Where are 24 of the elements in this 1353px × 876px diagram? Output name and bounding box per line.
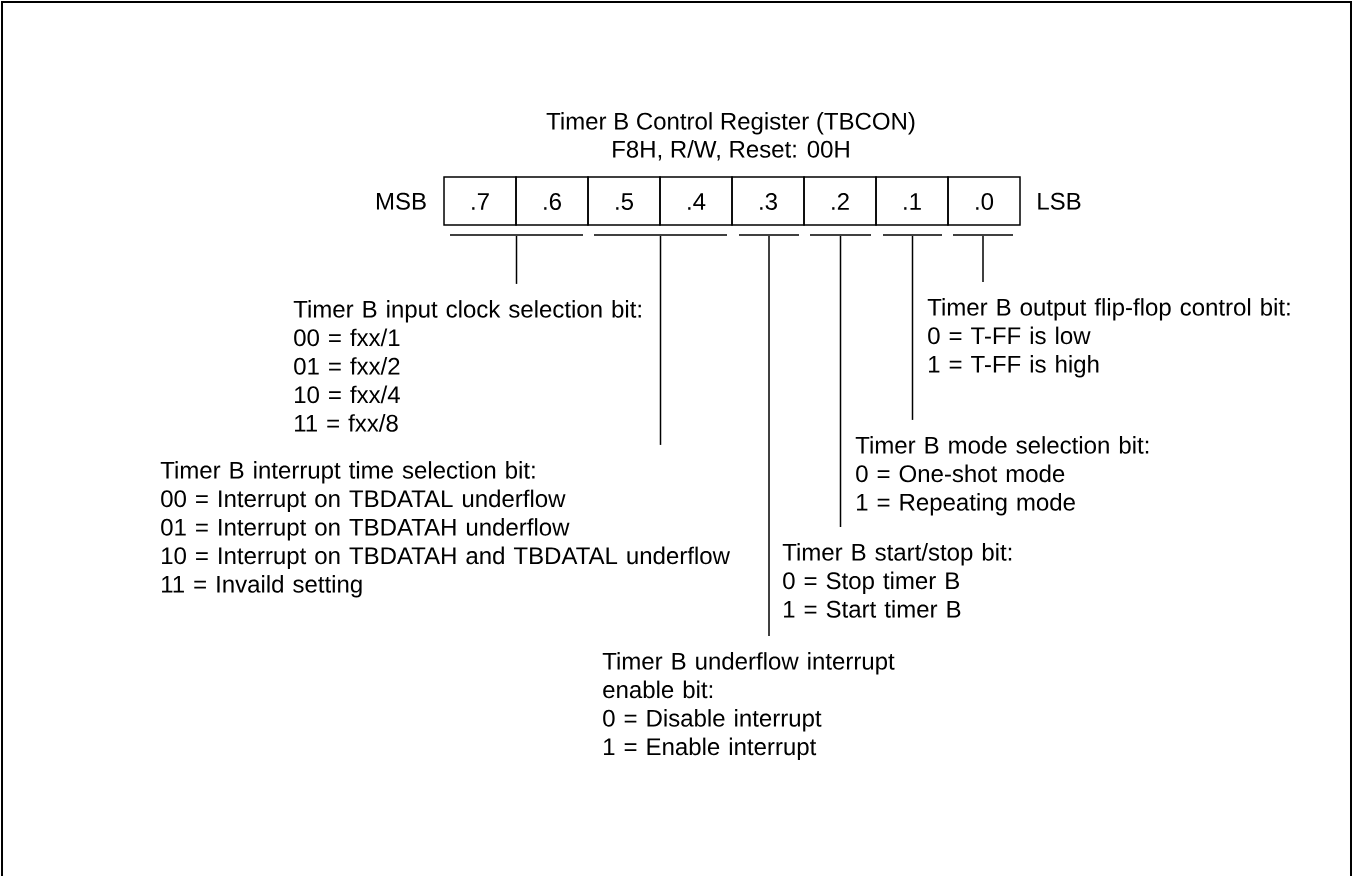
leader-line <box>515 235 518 285</box>
bit-description: Timer B mode selection bit: 0 = One-shot mode 1 = Repeating mode <box>855 436 1149 516</box>
leader-line <box>839 235 842 528</box>
leader-line <box>982 235 984 283</box>
bit-description: Timer B interrupt time selection bit: 00 = Interrupt on TBDATAL underflow 01 = Interrupt on TBDATAH underflow 10 = Interrupt on TBDATAH and TBDATAL underflow 11 = Invaild setting <box>160 461 730 598</box>
register-title: Timer B Control Register (TBCON) <box>546 112 915 135</box>
bit-description: Timer B start/stop bit: 0 = Stop timer B 1 = Start timer B <box>782 543 1012 618</box>
bit-cell: .0 <box>947 176 1021 226</box>
bit-description: Timer B input clock selection bit: 00 = fxx/1 01 = fxx/2 10 = fxx/4 11 = fxx/8 <box>293 300 641 432</box>
bit-cell: .1 <box>875 176 949 226</box>
bit-cell: .4 <box>659 176 733 226</box>
bit-description: Timer B underflow interrupt enable bit: 0 = Disable interrupt 1 = Enable interrupt <box>602 652 895 760</box>
bit-description: Timer B output flip-flop control bit: 0 = T-FF is low 1 = T-FF is high <box>927 298 1290 378</box>
bit-cell: .3 <box>731 176 805 226</box>
bit-cell: .5 <box>587 176 661 226</box>
bit-cell: .7 <box>443 176 517 226</box>
leader-line <box>659 235 662 446</box>
msb-label: MSB <box>377 192 426 210</box>
bit-cell: .6 <box>515 176 589 226</box>
leader-line <box>768 235 770 637</box>
lsb-label: LSB <box>1038 192 1081 210</box>
bit-cell: .2 <box>803 176 877 226</box>
leader-line <box>911 235 914 421</box>
register-info: F8H, R/W, Reset: 00H <box>613 140 849 161</box>
